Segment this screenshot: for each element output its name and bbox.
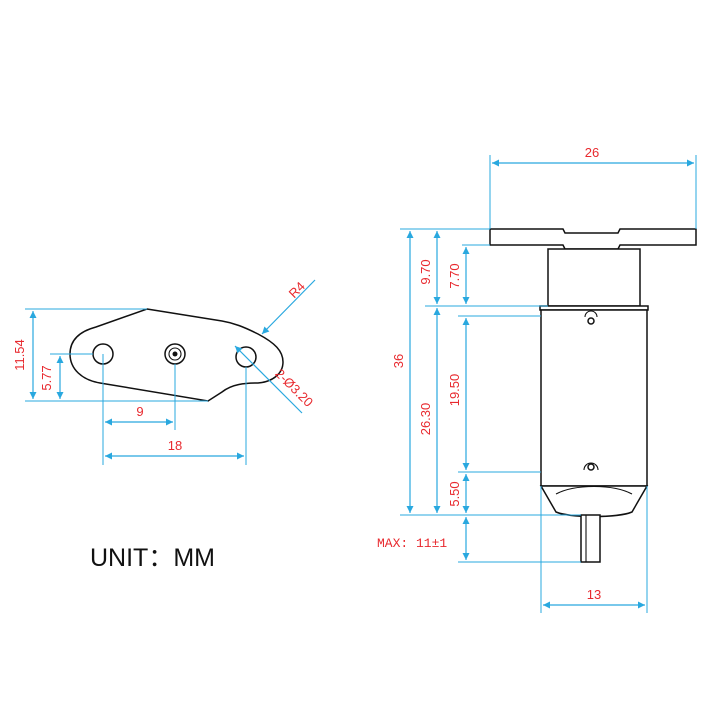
dim-text-body: 19.50: [447, 374, 462, 407]
body-notch-bottom: [583, 462, 599, 471]
dim-text-flange-width: 26: [585, 145, 599, 160]
dim-text-center-to-shaft: 9: [136, 404, 143, 419]
dim-text-radius: R4: [286, 279, 308, 301]
leader-radius: [261, 279, 316, 335]
motor-body: [540, 309, 648, 487]
body-notch-top: [584, 310, 598, 318]
dim-text-hole-spacing: 18: [168, 438, 182, 453]
dim-text-gearbox-b: 7.70: [447, 263, 462, 288]
body-rivet-bottom: [587, 463, 595, 471]
flange-top-view: 11.54 5.77 9 18 R4 2-Ø3.20: [12, 279, 316, 465]
motor-side-view: 26 36 9.70 7.70 26.30 19.50 5.50 MAX: 11…: [377, 145, 697, 613]
unit-label: UNIT：MM: [90, 544, 215, 572]
motor-end-cap: [539, 485, 649, 518]
dim-text-hole-diameter: 2-Ø3.20: [272, 366, 316, 410]
end-cap-curve: [555, 486, 633, 495]
body-rivet-top: [587, 317, 595, 325]
dim-text-shaft-max: MAX: 11±1: [377, 536, 447, 551]
gearbox-housing: [547, 248, 641, 307]
dim-text-body-width: 13: [587, 587, 601, 602]
dim-text-overall-length: 36: [391, 354, 406, 368]
leader-hole-diameter: [234, 345, 303, 414]
dim-text-body-long: 26.30: [418, 403, 433, 436]
side-flange-plate: [489, 228, 697, 250]
shaft-ring: [168, 347, 182, 361]
shaft-center: [172, 351, 178, 357]
dim-text-end-cap: 5.50: [447, 481, 462, 506]
dim-text-height: 11.54: [12, 339, 27, 371]
dim-text-gearbox-a: 9.70: [418, 259, 433, 284]
dim-text-hole-offset: 5.77: [39, 365, 54, 390]
output-shaft: [580, 514, 601, 563]
